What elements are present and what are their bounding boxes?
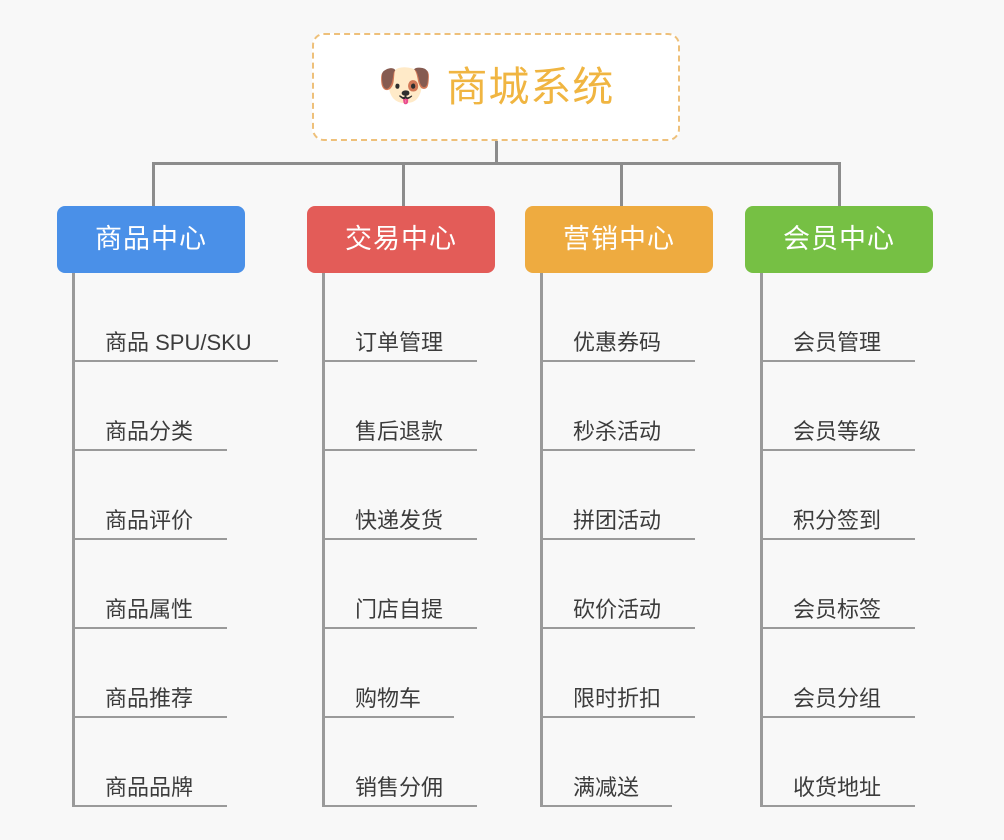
list-item-label: 会员标签 (793, 597, 882, 622)
list-item-label: 会员管理 (793, 330, 882, 355)
list-item-underline (72, 716, 227, 718)
category-card-label: 会员中心 (783, 224, 895, 254)
list-item-underline (540, 538, 695, 540)
list-item-label: 会员等级 (793, 419, 882, 444)
list-item-label: 商品品牌 (105, 775, 194, 800)
category-card-label: 营销中心 (563, 224, 675, 254)
list-item-underline (760, 627, 915, 629)
connector-root-stem (495, 141, 498, 164)
list-item-underline (760, 716, 915, 718)
list-item-label: 限时折扣 (573, 686, 662, 711)
list-item-underline (322, 360, 477, 362)
connector-drop-marketing-center (620, 162, 623, 207)
list-item-underline (540, 716, 695, 718)
list-item-underline (72, 360, 278, 362)
list-item-label: 门店自提 (355, 597, 444, 622)
list-item-label: 商品评价 (105, 508, 194, 533)
list-item-underline (72, 805, 227, 807)
list-item-label: 会员分组 (793, 686, 882, 711)
list-item-label: 优惠券码 (573, 330, 662, 355)
list-item-label: 快递发货 (355, 508, 444, 533)
list-item-label: 订单管理 (355, 330, 444, 355)
list-item-underline (760, 360, 915, 362)
list-item-underline (322, 449, 477, 451)
list-item-label: 砍价活动 (573, 597, 662, 622)
column-trunk-line (760, 273, 763, 807)
list-item-underline (322, 805, 477, 807)
list-item-underline (540, 360, 695, 362)
connector-drop-product-center (152, 162, 155, 207)
list-item-label: 收货地址 (793, 775, 882, 800)
column-trunk-line (322, 273, 325, 807)
shiba-dog-icon: 🐶 (377, 61, 433, 110)
list-item-label: 商品 SPU/SKU (105, 330, 252, 355)
list-item-underline (72, 449, 227, 451)
list-item-underline (322, 538, 477, 540)
list-item-underline (760, 538, 915, 540)
root-node-shop-system[interactable]: 🐶 商城系统 (312, 33, 680, 141)
list-item-label: 秒杀活动 (573, 419, 662, 444)
column-trunk-line (72, 273, 75, 807)
list-item-underline (540, 627, 695, 629)
list-item-underline (322, 627, 477, 629)
connector-drop-member-center (838, 162, 841, 207)
category-card-product-center[interactable]: 商品中心 (57, 206, 245, 273)
category-card-trade-center[interactable]: 交易中心 (307, 206, 495, 273)
list-item-label: 商品推荐 (105, 686, 194, 711)
root-node-label: 商城系统 (446, 63, 615, 110)
list-item-label: 购物车 (355, 686, 422, 711)
list-item-label: 商品分类 (105, 419, 194, 444)
column-trunk-line (540, 273, 543, 807)
list-item-underline (322, 716, 454, 718)
category-card-member-center[interactable]: 会员中心 (745, 206, 933, 273)
list-item-label: 销售分佣 (355, 775, 444, 800)
connector-drop-trade-center (402, 162, 405, 207)
category-card-label: 商品中心 (95, 224, 207, 254)
list-item-underline (760, 805, 915, 807)
list-item-label: 售后退款 (355, 419, 444, 444)
list-item-label: 拼团活动 (573, 508, 662, 533)
category-card-label: 交易中心 (345, 224, 457, 254)
list-item-label: 满减送 (573, 775, 640, 800)
list-item-underline (540, 805, 672, 807)
list-item-underline (760, 449, 915, 451)
connector-horizontal-bus (152, 162, 841, 165)
category-card-marketing-center[interactable]: 营销中心 (525, 206, 713, 273)
list-item-underline (72, 538, 227, 540)
list-item-underline (72, 627, 227, 629)
list-item-label: 积分签到 (793, 508, 882, 533)
list-item-label: 商品属性 (105, 597, 194, 622)
list-item-underline (540, 449, 695, 451)
